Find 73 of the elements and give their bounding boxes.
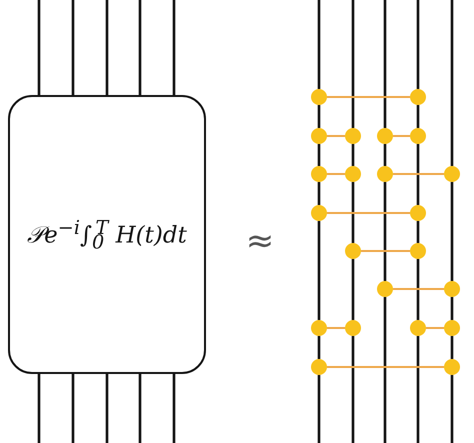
wire bbox=[450, 182, 454, 281]
gate-dot bbox=[311, 89, 327, 105]
coupling-line bbox=[327, 96, 410, 98]
wire bbox=[172, 374, 176, 443]
wire bbox=[138, 374, 142, 443]
gate-dot bbox=[410, 243, 426, 259]
gate-dot bbox=[311, 128, 327, 144]
gate-dot bbox=[377, 166, 393, 182]
coupling-line bbox=[393, 288, 444, 290]
formula: 𝒫e$^{−i}$∫$_{0}$$^{T}$ H(t)dt bbox=[27, 216, 187, 254]
wire bbox=[138, 0, 142, 95]
wire bbox=[318, 105, 320, 128]
wire bbox=[38, 374, 40, 443]
coupling-line bbox=[361, 250, 410, 252]
wire bbox=[352, 259, 354, 320]
coupling-line bbox=[426, 327, 444, 329]
wire bbox=[384, 0, 386, 128]
gate-dot bbox=[345, 128, 361, 144]
wire bbox=[318, 144, 320, 166]
wire bbox=[384, 144, 386, 166]
wire bbox=[450, 336, 454, 359]
gate-dot bbox=[444, 359, 460, 375]
wire bbox=[318, 336, 320, 359]
wire bbox=[318, 182, 320, 205]
coupling-line bbox=[327, 212, 410, 214]
wire bbox=[416, 221, 420, 243]
gate-dot bbox=[345, 166, 361, 182]
gate-dot bbox=[444, 281, 460, 297]
wire bbox=[172, 0, 176, 95]
wire bbox=[450, 0, 454, 166]
coupling-line bbox=[327, 135, 345, 137]
wire bbox=[72, 374, 74, 443]
gate-dot bbox=[377, 128, 393, 144]
coupling-line bbox=[393, 135, 410, 137]
wire bbox=[416, 336, 420, 443]
wire bbox=[416, 259, 420, 320]
wire bbox=[38, 0, 40, 95]
gate-dot bbox=[345, 320, 361, 336]
wire bbox=[352, 182, 354, 243]
wire bbox=[318, 375, 320, 443]
wire bbox=[450, 297, 454, 320]
wire bbox=[72, 0, 74, 95]
wire bbox=[352, 0, 354, 128]
coupling-line bbox=[393, 173, 444, 175]
wire bbox=[384, 182, 386, 281]
wire bbox=[106, 0, 108, 95]
wire bbox=[416, 0, 420, 89]
approximately-equal-sign: ≈ bbox=[246, 224, 274, 258]
gate-dot bbox=[444, 320, 460, 336]
wire bbox=[416, 105, 420, 128]
wire bbox=[450, 375, 454, 443]
gate-dot bbox=[444, 166, 460, 182]
wire bbox=[352, 336, 354, 443]
gate-dot bbox=[410, 205, 426, 221]
wire bbox=[106, 374, 108, 443]
gate-dot bbox=[410, 320, 426, 336]
gate-dot bbox=[410, 128, 426, 144]
gate-dot bbox=[311, 320, 327, 336]
gate-dot bbox=[311, 359, 327, 375]
wire bbox=[384, 297, 386, 443]
wire bbox=[352, 144, 354, 166]
gate-dot bbox=[410, 89, 426, 105]
wire bbox=[318, 0, 320, 89]
operator-box bbox=[8, 95, 206, 374]
coupling-line bbox=[327, 327, 345, 329]
gate-dot bbox=[345, 243, 361, 259]
gate-dot bbox=[377, 281, 393, 297]
gate-dot bbox=[311, 166, 327, 182]
wire bbox=[416, 144, 420, 205]
coupling-line bbox=[327, 366, 444, 368]
gate-dot bbox=[311, 205, 327, 221]
wire bbox=[318, 221, 320, 320]
coupling-line bbox=[327, 173, 345, 175]
